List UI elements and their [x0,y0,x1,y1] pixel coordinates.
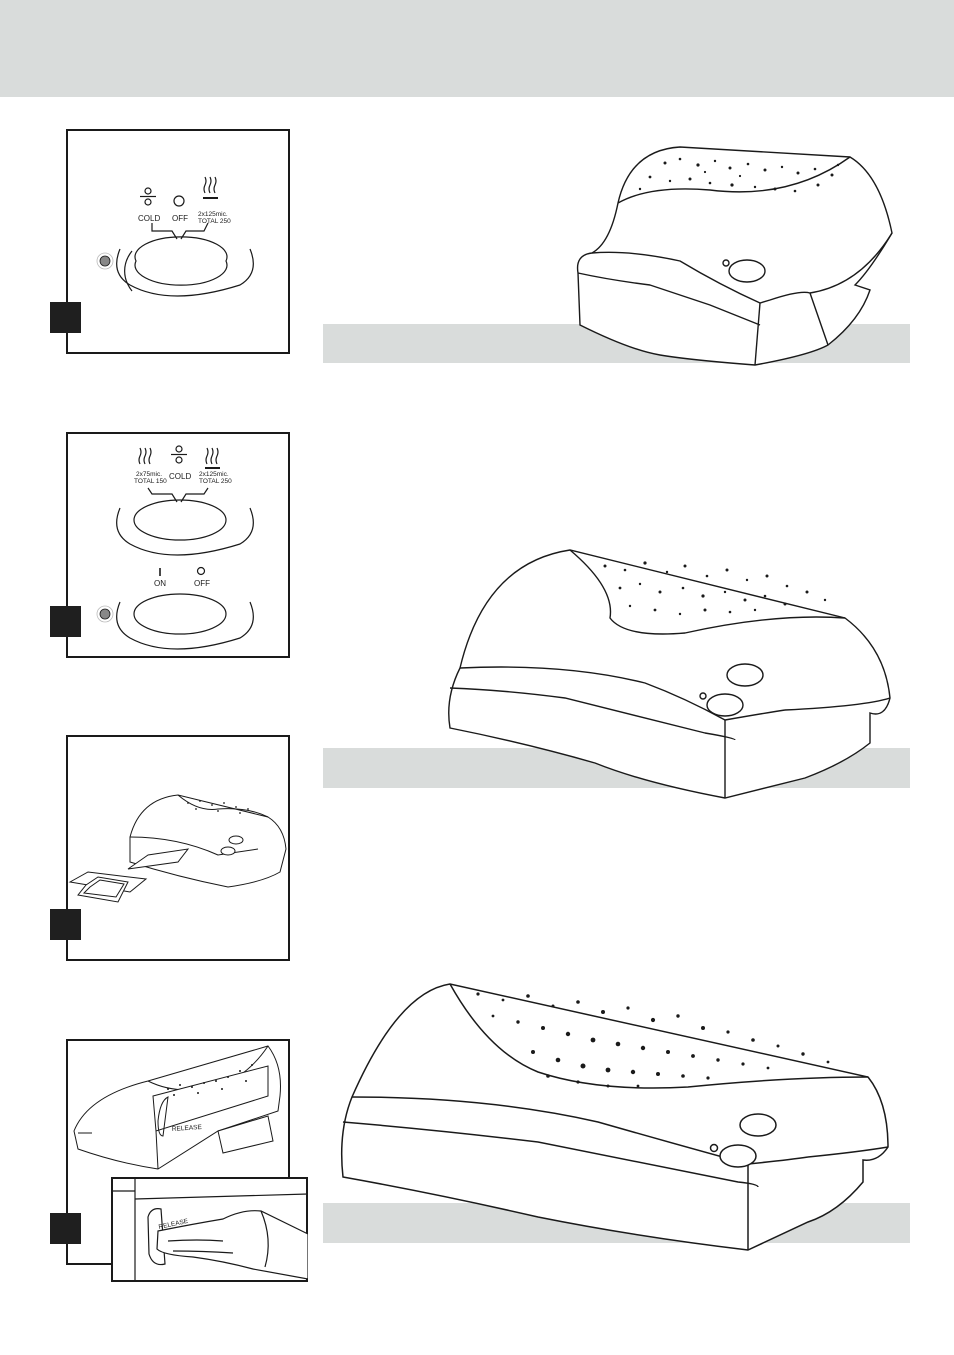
label-hot-line2: TOTAL 250 [198,218,231,225]
release-inset: RELEASE [111,1177,308,1282]
dual-dial-diagram: 2x75mic. TOTAL 150 COLD 2x125mic. TOTAL … [68,434,290,658]
label-on: ON [154,579,166,588]
label-left-line1: 2x75mic. [136,471,162,478]
laminator-illustration-1 [570,145,910,395]
label-left-line2: TOTAL 150 [134,478,167,485]
step-marker-2 [50,606,81,637]
label-cold-2: COLD [169,472,191,481]
control-dial-diagram: COLD OFF 2x125mic. TOTAL 250 [68,131,290,354]
figure-panel-3 [66,735,290,961]
label-right-line1: 2x125mic. [199,471,229,478]
hand-release-detail: RELEASE [113,1179,308,1282]
insert-pouch-diagram [68,737,290,961]
figure-panel-1: COLD OFF 2x125mic. TOTAL 250 [66,129,290,354]
step-marker-3 [50,909,81,940]
label-right-line2: TOTAL 250 [199,478,232,485]
label-cold: COLD [138,214,160,223]
laminator-illustration-2 [445,548,905,798]
label-off: OFF [172,214,188,223]
label-off-2: OFF [194,579,210,588]
label-hot-line1: 2x125mic. [198,211,228,218]
laminator-illustration-3 [338,982,898,1257]
step-marker-4 [50,1213,81,1244]
step-marker-1 [50,302,81,333]
figure-panel-2: 2x75mic. TOTAL 150 COLD 2x125mic. TOTAL … [66,432,290,658]
header-band [0,0,954,97]
